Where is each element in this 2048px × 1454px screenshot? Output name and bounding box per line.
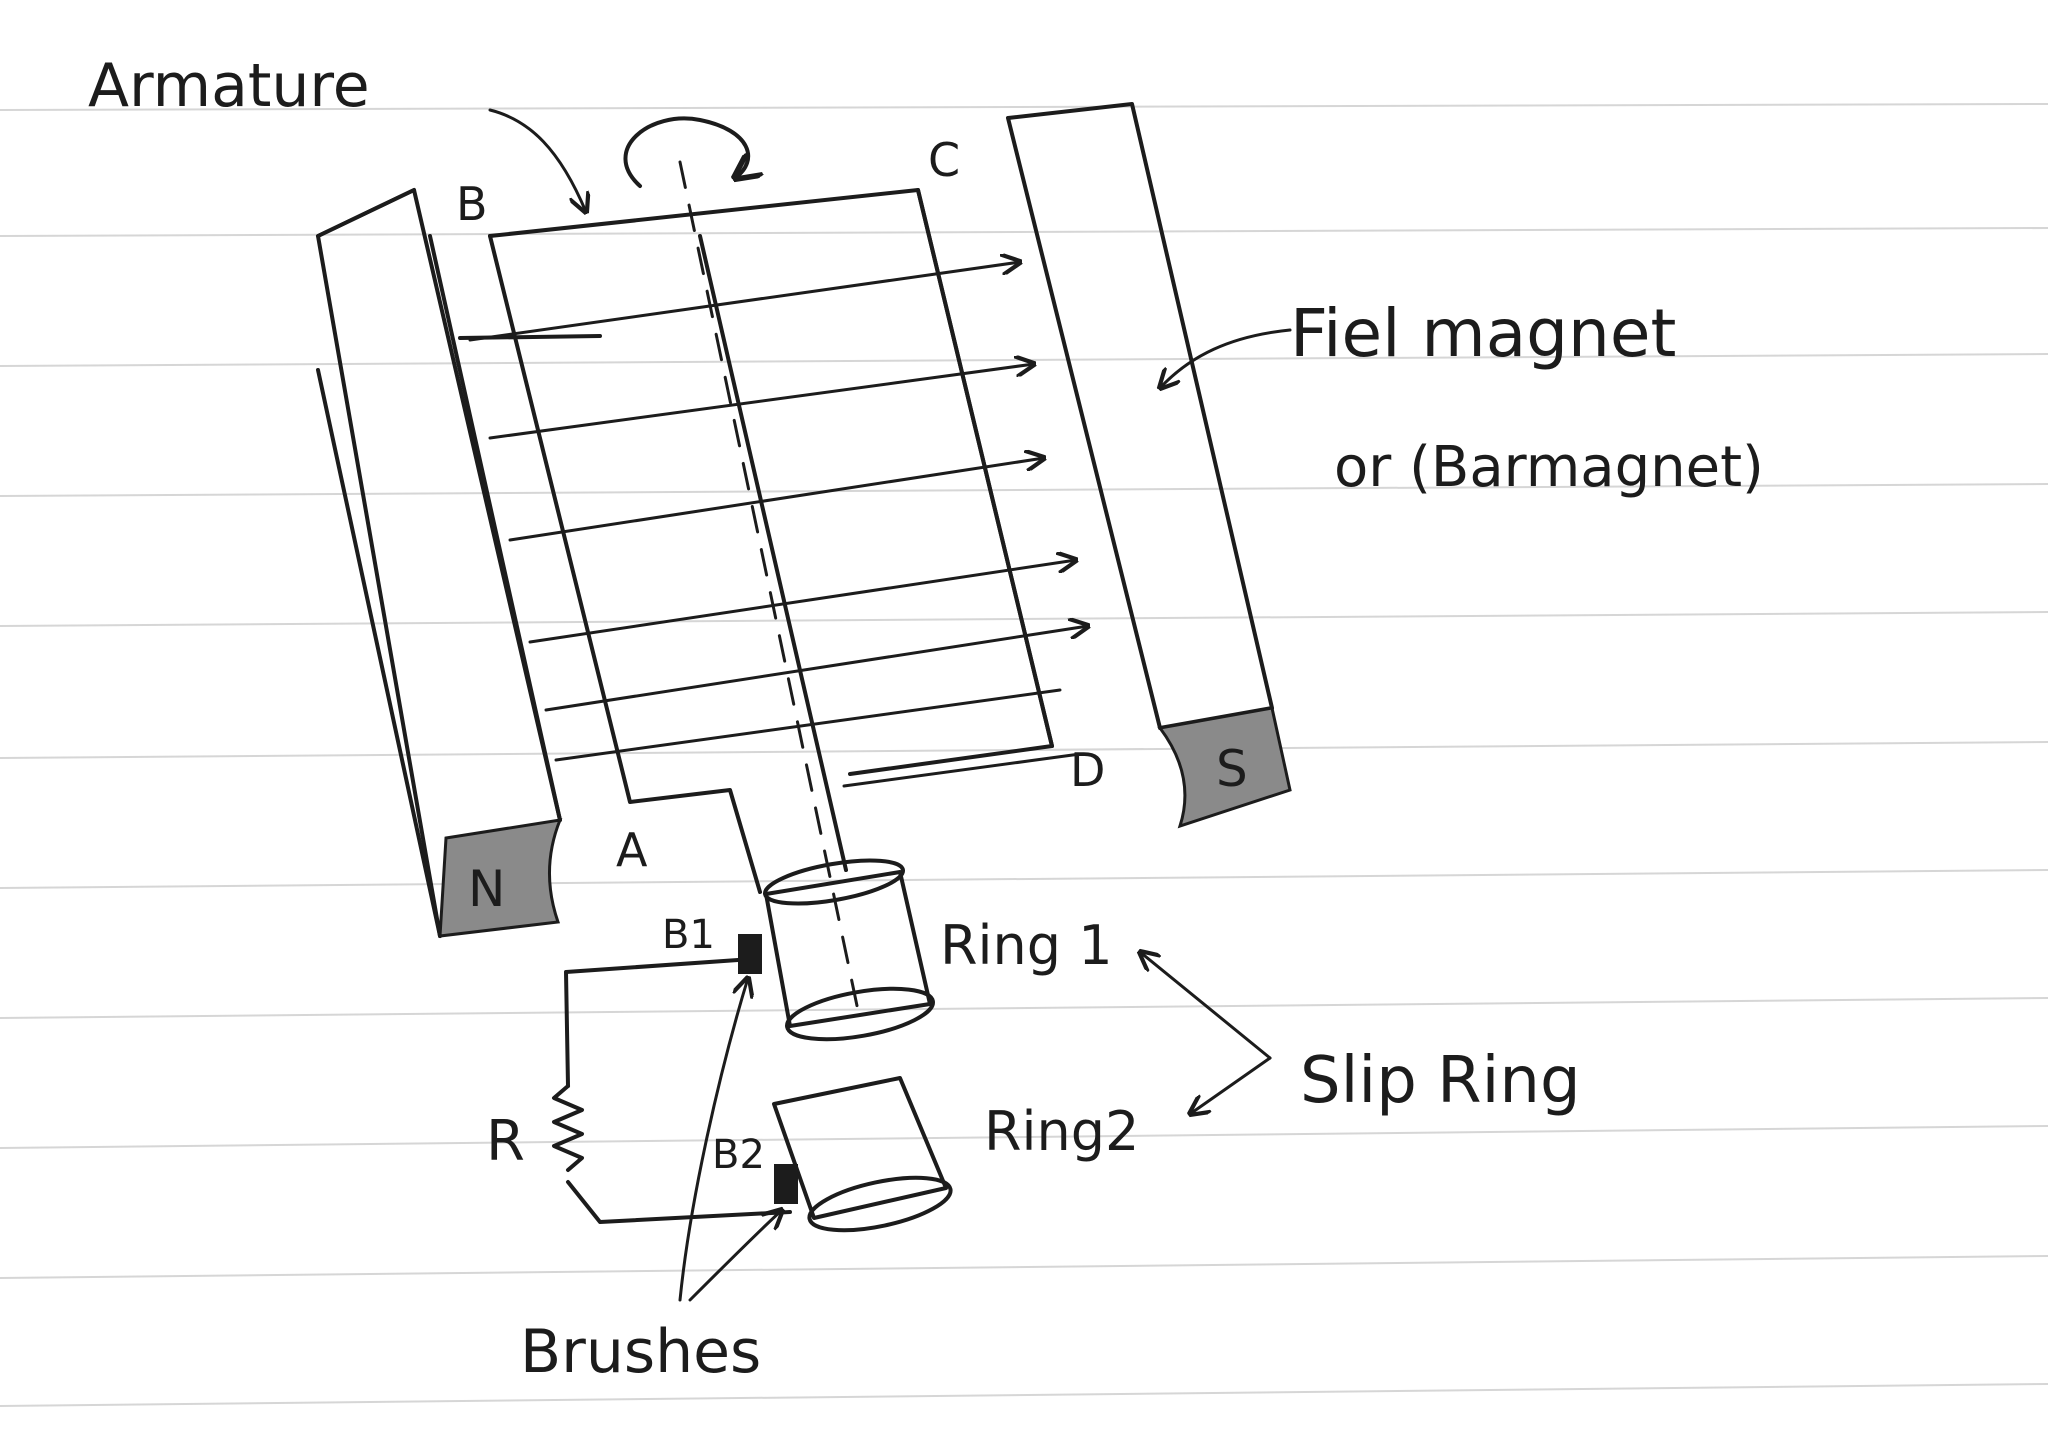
ruled-lines <box>0 104 2048 1406</box>
slip-ring-2 <box>774 1078 955 1240</box>
ring2-label: Ring2 <box>984 1100 1139 1163</box>
pole-n-label: N <box>468 860 505 918</box>
south-magnet <box>1008 104 1290 826</box>
field-magnet-label: Fiel magnet <box>1290 295 1676 372</box>
rotation-arrow-icon <box>625 118 748 186</box>
brushes-label: Brushes <box>520 1317 761 1387</box>
brush-b2 <box>774 1164 798 1204</box>
brush-b1 <box>738 934 762 974</box>
brush-b1-label: B1 <box>662 912 715 958</box>
corner-a-label: A <box>616 823 648 877</box>
resistor-icon <box>554 1086 582 1170</box>
pole-s-label: S <box>1216 740 1248 798</box>
corner-b-label: B <box>456 177 488 231</box>
corner-c-label: C <box>928 133 960 187</box>
resistor-label: R <box>486 1109 525 1174</box>
ring1-label: Ring 1 <box>940 914 1113 977</box>
external-circuit <box>554 960 790 1222</box>
corner-d-label: D <box>1070 743 1105 797</box>
brush-b2-label: B2 <box>712 1132 765 1178</box>
barmagnet-label: or (Barmagnet) <box>1334 435 1764 500</box>
armature-label: Armature <box>88 51 370 121</box>
pointer-lines <box>490 110 1290 1300</box>
north-magnet <box>318 190 560 936</box>
slip-ring-label: Slip Ring <box>1300 1044 1581 1118</box>
